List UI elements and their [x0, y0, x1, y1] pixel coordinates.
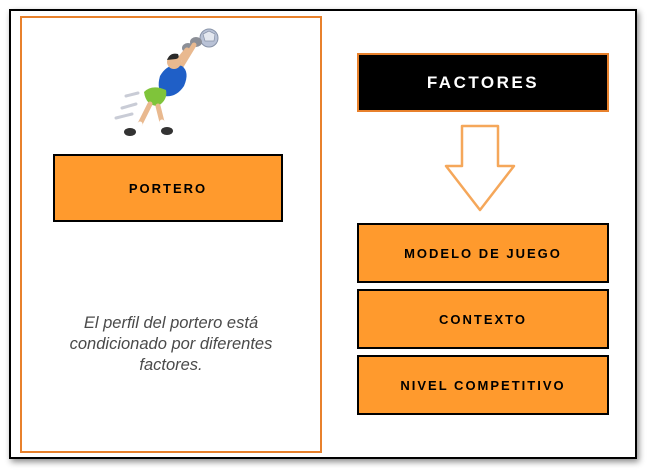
factores-header: FACTORES	[426, 72, 540, 92]
factor-box-nivel-competitivo: NIVEL COMPETITIVO	[357, 355, 609, 415]
factores-header-box: FACTORES	[357, 53, 609, 112]
goalkeeper-diving-icon	[114, 28, 219, 136]
factor-label: CONTEXTO	[439, 311, 527, 327]
description-text: El perfil del portero está condicionado …	[69, 314, 273, 374]
factor-label: MODELO DE JUEGO	[404, 245, 562, 261]
factor-box-modelo-de-juego: MODELO DE JUEGO	[357, 223, 609, 283]
portero-label: PORTERO	[128, 180, 208, 196]
portero-label-box: PORTERO	[53, 154, 283, 222]
factor-label: NIVEL COMPETITIVO	[400, 377, 566, 393]
factor-box-contexto: CONTEXTO	[357, 289, 609, 349]
down-arrow-icon	[444, 124, 516, 212]
